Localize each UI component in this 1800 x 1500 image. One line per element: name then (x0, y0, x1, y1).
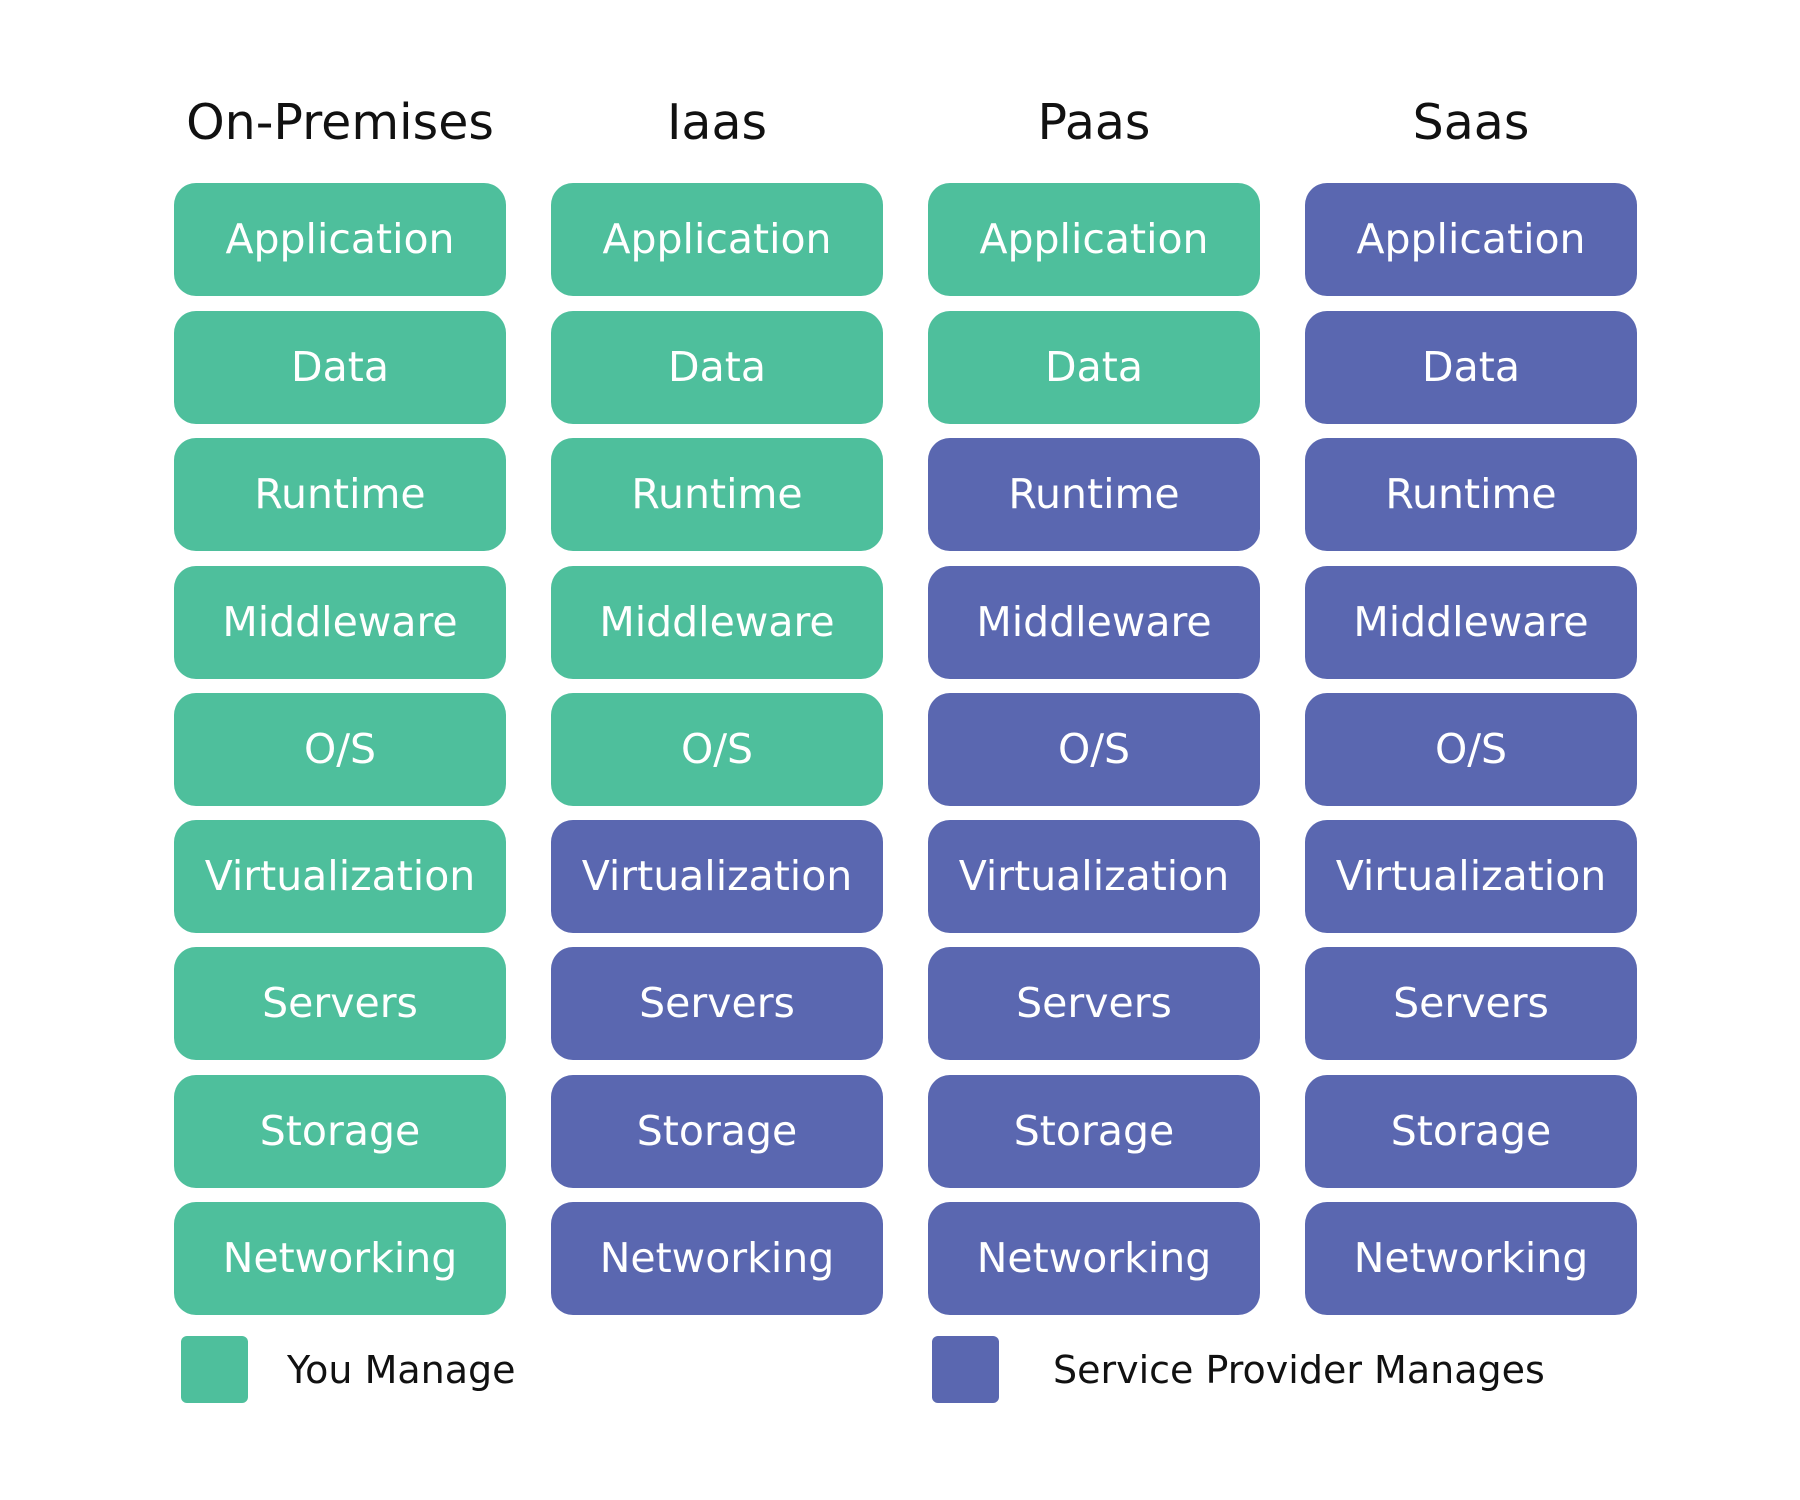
stack-layer-virtualization: Virtualization (551, 820, 883, 933)
stack-layer-os: O/S (1305, 693, 1637, 806)
stack-layer-storage: Storage (551, 1075, 883, 1188)
stack-layer-data: Data (551, 311, 883, 424)
legend-label-you-manage: You Manage (287, 1348, 516, 1392)
stack-layer-networking: Networking (1305, 1202, 1637, 1315)
column-title: On-Premises (186, 94, 494, 151)
stack-layer-networking: Networking (928, 1202, 1260, 1315)
stack-layer-middleware: Middleware (551, 566, 883, 679)
stack-layer-middleware: Middleware (928, 566, 1260, 679)
stack-layer-os: O/S (174, 693, 506, 806)
stack-layer-runtime: Runtime (174, 438, 506, 551)
stack-layer-application: Application (551, 183, 883, 296)
stack-layer-storage: Storage (1305, 1075, 1637, 1188)
stack-layer-runtime: Runtime (551, 438, 883, 551)
stack-layer-middleware: Middleware (1305, 566, 1637, 679)
stack-layer-storage: Storage (928, 1075, 1260, 1188)
stack-layer-data: Data (1305, 311, 1637, 424)
stack-layer-os: O/S (551, 693, 883, 806)
legend-swatch-you-manage (181, 1336, 248, 1403)
stack-layer-data: Data (174, 311, 506, 424)
stack-layer-application: Application (1305, 183, 1637, 296)
stack-layer-runtime: Runtime (928, 438, 1260, 551)
legend-label-provider-manages: Service Provider Manages (1053, 1348, 1545, 1392)
stack-layer-runtime: Runtime (1305, 438, 1637, 551)
stack-layer-application: Application (928, 183, 1260, 296)
stack-layer-servers: Servers (1305, 947, 1637, 1060)
stack-layer-servers: Servers (551, 947, 883, 1060)
stack-layer-virtualization: Virtualization (1305, 820, 1637, 933)
column-title: Saas (1412, 94, 1530, 151)
stack-layer-servers: Servers (928, 947, 1260, 1060)
stack-layer-servers: Servers (174, 947, 506, 1060)
stack-layer-virtualization: Virtualization (174, 820, 506, 933)
stack-layer-networking: Networking (551, 1202, 883, 1315)
stack-layer-storage: Storage (174, 1075, 506, 1188)
legend-swatch-provider-manages (932, 1336, 999, 1403)
column-title: Paas (1037, 94, 1151, 151)
column-title: Iaas (666, 94, 768, 151)
legend-service-provider-manages: Service Provider Manages (932, 1336, 1552, 1404)
stack-layer-data: Data (928, 311, 1260, 424)
stack-layer-virtualization: Virtualization (928, 820, 1260, 933)
stack-layer-os: O/S (928, 693, 1260, 806)
legend-you-manage: You Manage (181, 1336, 581, 1404)
stack-layer-middleware: Middleware (174, 566, 506, 679)
stack-layer-application: Application (174, 183, 506, 296)
stack-layer-networking: Networking (174, 1202, 506, 1315)
